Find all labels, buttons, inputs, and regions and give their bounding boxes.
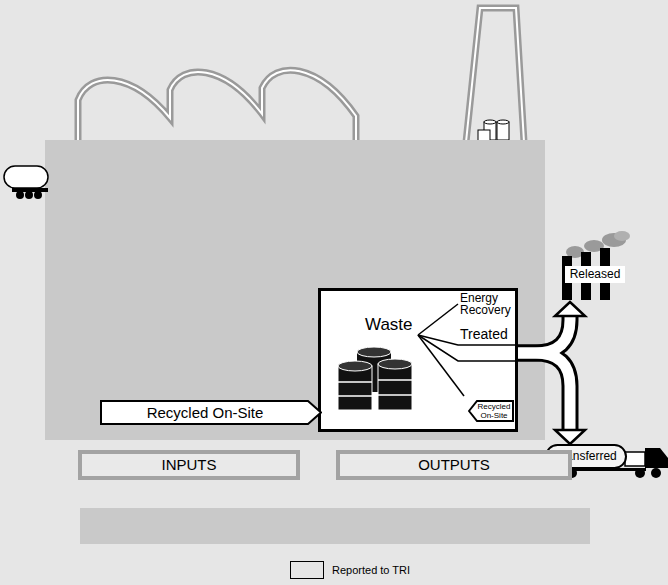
output-label: Energy Recovery — [460, 292, 514, 316]
arrow-shape — [469, 401, 513, 421]
flow-arrow — [518, 315, 570, 353]
legend-text: Reported to TRI — [332, 563, 532, 577]
recycle-arrow: Recycled On-Site — [468, 400, 514, 422]
node-label: Waste — [365, 315, 435, 335]
barrel-band — [338, 395, 372, 397]
connector-group — [518, 315, 570, 431]
roof-outline-core — [78, 70, 356, 142]
wheel — [651, 468, 661, 478]
factory-roof — [78, 8, 524, 142]
barrel-band — [378, 379, 412, 381]
chimney-outline — [466, 8, 524, 142]
barrel-band — [378, 394, 412, 396]
barrel-band — [338, 381, 372, 383]
barrels — [338, 347, 412, 410]
flow-arrow — [518, 353, 570, 431]
node-label: Recycled On-Site — [100, 400, 310, 425]
wheel — [635, 468, 645, 478]
wheel — [34, 191, 42, 199]
storage-tanks — [478, 120, 509, 142]
outputs-box: OUTPUTS — [336, 450, 572, 480]
legend-swatch — [290, 561, 324, 579]
tanker-truck — [4, 166, 48, 199]
wheel — [16, 191, 24, 199]
inputs-box: INPUTS — [78, 450, 300, 480]
smoke — [614, 231, 630, 241]
arrow-head — [555, 430, 585, 444]
wheel — [25, 191, 33, 199]
chimney-outline-core — [466, 8, 524, 142]
release-point: Released — [553, 232, 629, 302]
branch-line — [418, 335, 464, 396]
connector-group — [555, 302, 585, 444]
flow-arrow-core — [518, 315, 570, 353]
barrel-top — [357, 347, 391, 357]
waste-branches — [418, 304, 518, 396]
connector-group — [518, 315, 570, 431]
arrow-shape — [101, 401, 321, 424]
branch-line — [418, 335, 518, 345]
barrel — [357, 352, 391, 392]
smokestacks — [562, 231, 630, 300]
roof-outline — [78, 70, 356, 142]
barrel-top — [338, 361, 372, 371]
bottom-band — [80, 508, 590, 544]
node-label: INPUTS — [82, 454, 296, 476]
node-label: Recycled On-Site — [475, 402, 513, 420]
barrel-top — [378, 359, 412, 369]
facility-area — [45, 140, 545, 440]
arrow-head — [555, 302, 585, 316]
cab-body — [645, 448, 668, 468]
node-label: OUTPUTS — [340, 454, 568, 476]
branch-line — [418, 304, 458, 335]
tank-top — [497, 120, 509, 124]
flow-arrow-core — [518, 353, 570, 431]
barrel — [338, 366, 372, 410]
barrel — [378, 364, 412, 410]
cab-link — [625, 452, 645, 466]
output-label: Treated — [460, 326, 516, 342]
tank — [497, 122, 509, 140]
recycle-arrow: Recycled On-Site — [100, 400, 322, 425]
branch-line — [418, 335, 518, 361]
tank-top — [484, 120, 496, 124]
node-label: Released — [565, 266, 625, 283]
truck-tank — [4, 166, 48, 188]
